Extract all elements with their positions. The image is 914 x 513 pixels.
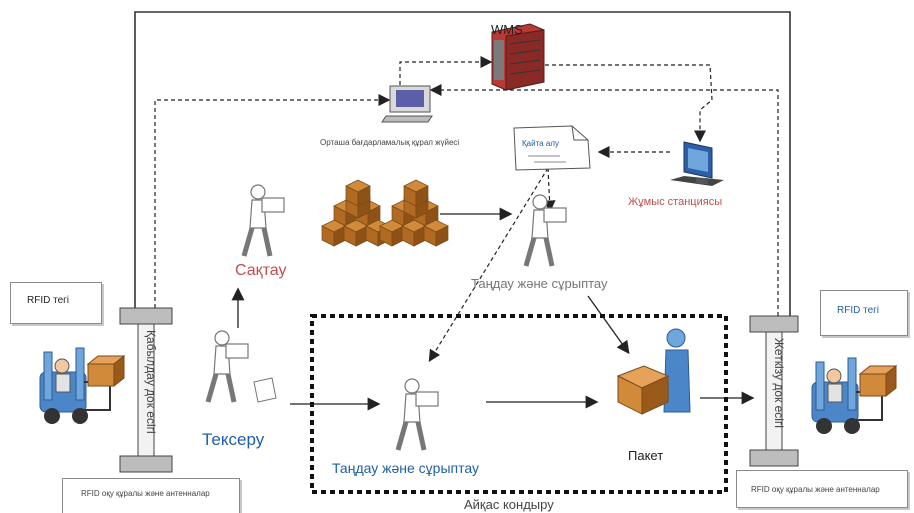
wms-server-icon: [491, 23, 545, 91]
picking-top-label: Таңдау және сұрыптау: [471, 276, 608, 291]
return-document-icon: [513, 125, 591, 171]
rfid-reader-right-label: RFID оқу құралы және антенналар: [751, 485, 880, 494]
return-doc-title: Қайта алу: [522, 139, 559, 148]
boxes-pile-icon: [321, 179, 449, 247]
workstation-computer-icon: [670, 141, 724, 186]
middleware-label: Орташа бағдарламалық құрал жүйесі: [320, 138, 460, 147]
inspection-label: Тексеру: [202, 430, 265, 449]
middleware-computer-icon: [381, 85, 433, 123]
rfid-reader-callout-left: RFID оқу құралы және антенналар: [62, 478, 240, 513]
rfid-tag-right-label: RFID тегі: [837, 305, 880, 316]
storage-label: Сақтау: [235, 262, 287, 279]
rfid-tag-callout-left: RFID тегі: [10, 282, 102, 324]
wms-label: WMS: [491, 22, 523, 37]
forklift-icon: [39, 347, 125, 425]
shipping-dock-label: Жеткізу док есігі: [772, 338, 786, 428]
rfid-tag-callout-right: RFID тегі: [820, 290, 908, 336]
packer-icon: [616, 328, 691, 415]
worker-carrying-box-icon: [208, 185, 566, 450]
workstation-label: Жұмыс станциясы: [628, 196, 723, 208]
receiving-dock-label: Қабылдау док есігі: [144, 330, 158, 434]
picking-bottom-label: Таңдау және сұрыптау: [332, 460, 479, 476]
packing-label: Пакет: [628, 448, 664, 463]
rfid-tag-left-label: RFID тегі: [27, 295, 70, 306]
rfid-reader-callout-right: RFID оқу құралы және антенналар: [736, 470, 908, 508]
verification-label: Айқас кондыру: [464, 497, 554, 512]
forklift-icon: [811, 357, 897, 435]
rfid-reader-left-label: RFID оқу құралы және антенналар: [81, 489, 210, 498]
